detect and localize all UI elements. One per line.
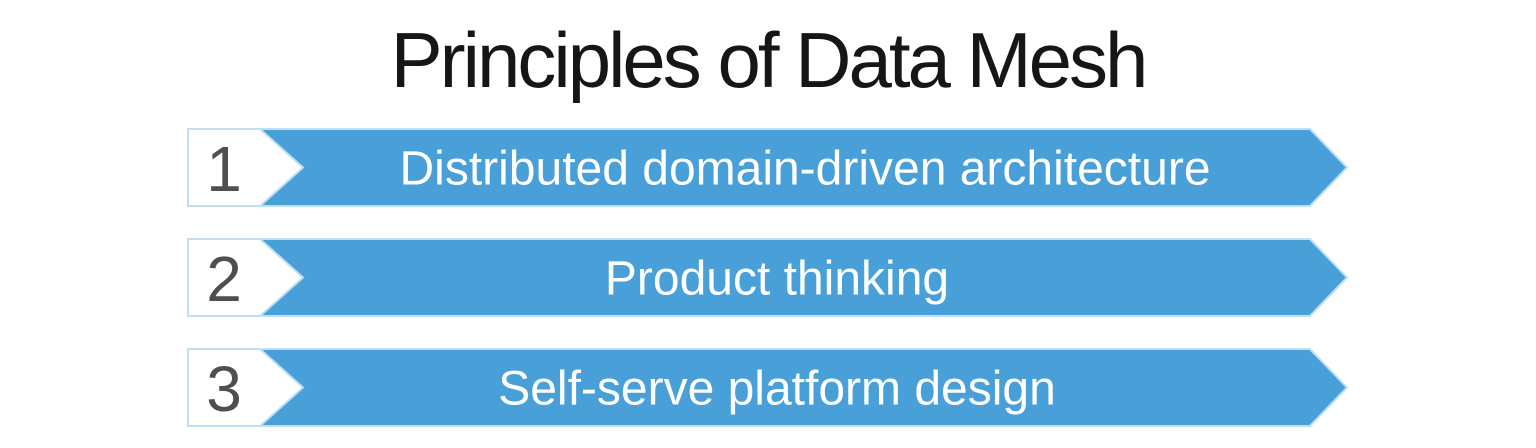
- principle-label: Self-serve platform design: [498, 363, 1056, 416]
- principle-number: 3: [206, 353, 242, 425]
- number-box-shape: [187, 348, 305, 427]
- chevron-banner-graphic: 2 Product thinking: [187, 238, 1349, 317]
- principle-number: 2: [206, 243, 242, 315]
- chevron-banner-graphic: 3 Self-serve platform design: [187, 348, 1349, 427]
- number-box-shape: [187, 238, 305, 317]
- principle-number: 1: [206, 133, 242, 205]
- principle-banner-3: 3 Self-serve platform design: [187, 348, 1349, 427]
- principle-label: Product thinking: [605, 253, 949, 306]
- page-title: Principles of Data Mesh: [390, 16, 1149, 104]
- principle-label: Distributed domain-driven architecture: [399, 143, 1210, 196]
- principle-banner-2: 2 Product thinking: [187, 238, 1349, 317]
- chevron-banner-graphic: 1 Distributed domain-driven architecture: [187, 128, 1349, 207]
- number-box-shape: [187, 128, 305, 207]
- principle-banner-1: 1 Distributed domain-driven architecture: [187, 128, 1349, 207]
